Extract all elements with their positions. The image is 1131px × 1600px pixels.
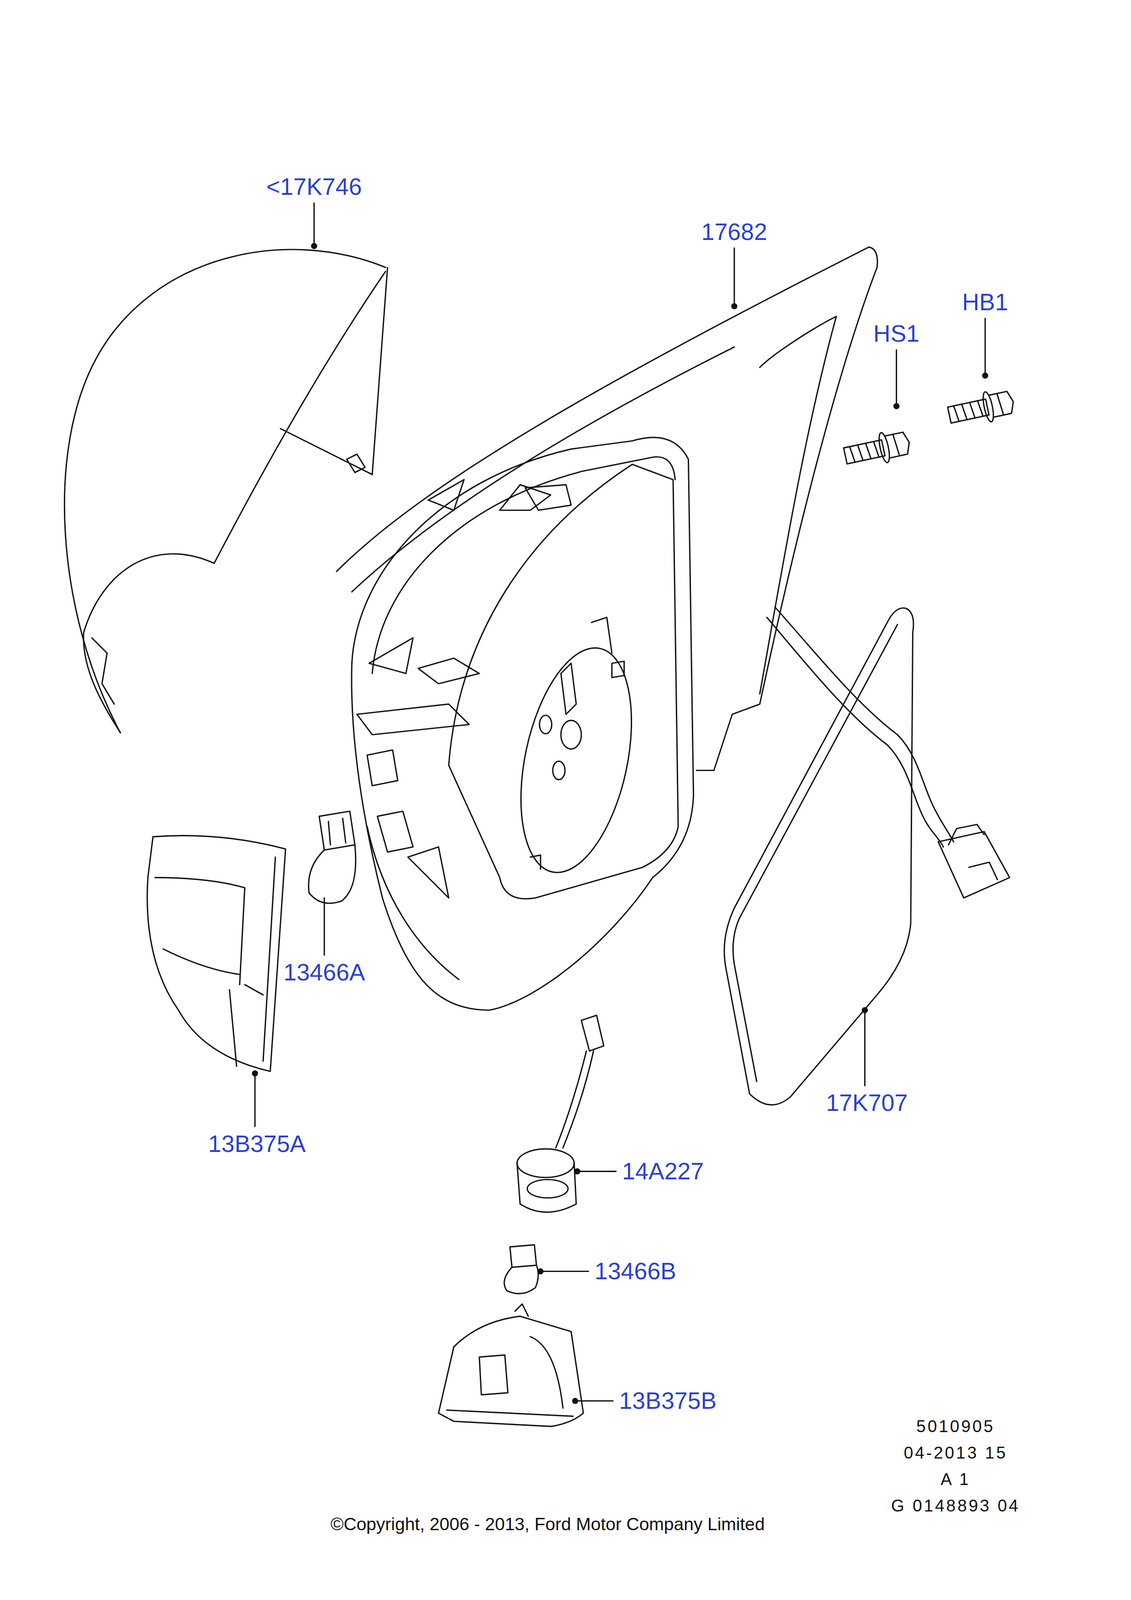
leader-dot xyxy=(251,243,989,1404)
drawing-revision: A 1 xyxy=(940,1470,971,1488)
callout-number: 17K707 xyxy=(825,1090,908,1115)
puddle-lamp xyxy=(438,1303,584,1426)
callout-number: 13466A xyxy=(283,959,365,984)
callout-number: 13B375A xyxy=(208,1131,307,1156)
bolt xyxy=(946,386,1017,430)
bulb xyxy=(308,810,356,903)
callout-number: HB1 xyxy=(962,290,1009,314)
drawing-date: 04-2013 15 xyxy=(903,1443,1008,1461)
callout-number: <17K746 xyxy=(266,174,363,199)
indicator-lens xyxy=(147,835,286,1071)
drawing-number: 5010905 xyxy=(916,1417,995,1435)
drawing-reference: G 0148893 04 xyxy=(891,1496,1021,1514)
mirror-glass xyxy=(724,607,914,1105)
callout-number: 13466B xyxy=(594,1258,677,1283)
bulb xyxy=(504,1244,539,1294)
leader-line xyxy=(254,202,986,1401)
wiring-harness xyxy=(767,607,1010,898)
callout-number: 13B375B xyxy=(618,1388,717,1412)
callout-number: HS1 xyxy=(873,321,920,346)
callout-number: 14A227 xyxy=(622,1158,704,1183)
mirror-housing xyxy=(336,246,878,1010)
bolt xyxy=(842,427,913,471)
bulb-socket xyxy=(517,1014,604,1212)
callout-number: 17682 xyxy=(701,219,768,244)
copyright-note: ©Copyright, 2006 - 2013, Ford Motor Comp… xyxy=(330,1514,765,1533)
mirror-cap xyxy=(64,249,388,733)
